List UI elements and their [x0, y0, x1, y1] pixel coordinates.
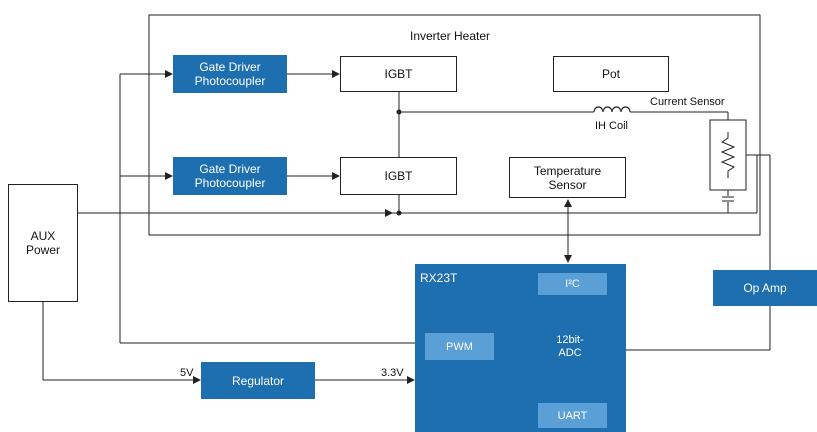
temperature-sensor: Temperature Sensor [509, 157, 626, 198]
ih-coil-label: IH Coil [595, 120, 629, 132]
junction-dot-bottom [396, 210, 402, 216]
mcu-uart-block: UART [538, 403, 607, 428]
aux-power: AUX Power [8, 184, 78, 302]
mcu-adc-label: 12bit- ADC [556, 334, 584, 359]
aux-to-regulator [42, 302, 201, 384]
pot-box: Pot [553, 56, 669, 92]
sensor-bottom-wiring [722, 190, 734, 213]
op-amp: Op Amp [713, 270, 817, 306]
igbt-bottom: IGBT [340, 157, 457, 195]
resistor-zigzag [720, 132, 736, 178]
ih-coil-symbol [593, 106, 631, 113]
gate-driver-top: Gate Driver Photocoupler [173, 55, 287, 93]
sensor-to-opamp [746, 154, 771, 270]
gate-to-igbt [287, 70, 340, 180]
igbt-interconnect [398, 92, 729, 157]
mcu-pwm-block: PWM [425, 333, 494, 360]
pwm-bus [119, 70, 417, 344]
gate-driver-bottom: Gate Driver Photocoupler [173, 157, 287, 195]
junction-dot-top [396, 109, 402, 115]
label-5v: 5V [180, 367, 194, 379]
current-sensor-label: Current Sensor [650, 96, 725, 108]
mcu-rx23t: RX23T I²C PWM UART [415, 264, 626, 432]
inverter-heater-frame [148, 14, 761, 236]
regulator: Regulator [201, 362, 315, 399]
igbt-top: IGBT [340, 56, 457, 92]
mcu-i2c-block: I²C [538, 273, 607, 295]
opamp-to-adc [611, 305, 771, 354]
inverter-heater-title: Inverter Heater [410, 29, 491, 43]
mcu-title: RX23T [420, 271, 458, 285]
label-3v3: 3.3V [381, 367, 404, 379]
